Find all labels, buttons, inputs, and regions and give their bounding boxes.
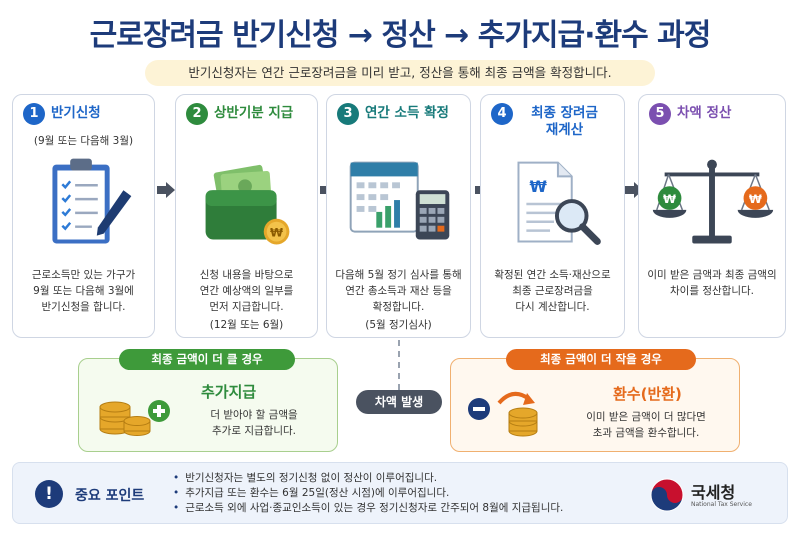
svg-text:₩: ₩ [749, 192, 762, 206]
subtitle-banner: 반기신청자는 연간 근로장려금을 미리 받고, 정산을 통해 최종 금액을 확정… [145, 60, 655, 86]
step-description: 다음해 5월 정기 심사를 통해 연간 총소득과 재산 등을 확정합니다. [335, 269, 462, 313]
refund-condition-tag: 최종 금액이 더 작을 경우 [506, 349, 696, 370]
clipboard-pen-icon [52, 158, 132, 244]
step-title: 차액 정산 [677, 105, 732, 121]
taegeuk-icon [650, 478, 684, 512]
step-title: 상반기분 지급 [214, 105, 294, 121]
agency-name-korean: 국세청 [691, 483, 736, 502]
step-title: 최종 장려금 재계산 [531, 105, 598, 138]
coins-minus-icon [468, 391, 538, 437]
step-card-1: 1 반기신청 (9월 또는 다음해 3월) 근로소득만 있는 가구가 9월 또는… [12, 94, 155, 338]
page-title: 근로장려금 반기신청 → 정산 → 추가지급·환수 과정 [89, 18, 712, 53]
step-number: 2 [186, 103, 208, 125]
agency-logo: 국세청 National Tax Service [645, 475, 765, 515]
step-number: 4 [491, 103, 513, 125]
connector-line [398, 340, 400, 390]
balance-scale-icon: ₩ ₩ [652, 159, 774, 244]
step-card-5: 5 차액 정산 ₩ ₩ 이미 받은 금액과 최종 금액의 차이를 정산합니다. [638, 94, 786, 338]
svg-text:₩: ₩ [663, 192, 676, 206]
step-description: 확정된 연간 소득·재산으로 최종 근로장려금을 다시 계산합니다. [494, 269, 611, 313]
step-card-2: 2 상반기분 지급 ₩ 신청 내용을 바탕으로 연간 예상액의 일부를 먼저 지… [175, 94, 318, 338]
key-points-label: 중요 포인트 [75, 488, 145, 504]
calendar-calculator-icon [349, 161, 450, 240]
step-note: (12월 또는 6월) [209, 319, 284, 331]
step-description: 신청 내용을 바탕으로 연간 예상액의 일부를 먼저 지급합니다. [199, 269, 294, 313]
refund-title: 환수(반환) [613, 385, 682, 403]
agency-name-english: National Tax Service [691, 501, 752, 508]
additional-condition-tag: 최종 금액이 더 클 경우 [119, 349, 295, 370]
step-description: 근로소득만 있는 가구가 9월 또는 다음해 3월에 반기신청을 합니다. [31, 269, 136, 313]
key-points-list: 반기신청자는 별도의 정기신청 없이 정산이 이루어집니다. 추가지급 또는 환… [173, 471, 563, 516]
key-points-panel: ! 중요 포인트 반기신청자는 별도의 정기신청 없이 정산이 이루어집니다. … [12, 462, 788, 524]
step-subtitle: (9월 또는 다음해 3월) [33, 135, 134, 147]
additional-title: 추가지급 [201, 383, 257, 401]
step-description: 이미 받은 금액과 최종 금액의 차이를 정산합니다. [647, 269, 777, 297]
list-item: 근로소득 외에 사업·종교인소득이 있는 경우 정기신청자로 간주되어 8월에 … [173, 501, 563, 516]
refund-box: 최종 금액이 더 작을 경우 환수(반환) 이미 받은 금액이 더 많다면 초과… [450, 349, 740, 452]
additional-description: 더 받아야 할 금액을 추가로 지급합니다. [210, 409, 298, 437]
svg-text:₩: ₩ [530, 177, 548, 196]
step-number: 5 [649, 103, 671, 125]
step-number: 1 [23, 103, 45, 125]
step-title: 연간 소득 확정 [365, 105, 449, 121]
list-item: 추가지급 또는 환수는 6월 25일(정산 시점)에 이루어집니다. [173, 486, 563, 501]
list-item: 반기신청자는 별도의 정기신청 없이 정산이 이루어집니다. [173, 471, 563, 486]
step-note: (5월 정기심사) [365, 319, 432, 331]
step-card-4: 4 최종 장려금 재계산 ₩ 확정된 연간 소득·재산으로 최종 근로장려금을 … [480, 94, 625, 338]
arrow-right-icon [157, 182, 175, 198]
difference-badge: 차액 발생 [356, 390, 442, 414]
coins-plus-icon [99, 400, 170, 436]
step-card-3: 3 연간 소득 확정 다음해 5월 정기 심사를 통해 연간 총소득과 재산 등… [326, 94, 471, 338]
document-magnifier-icon: ₩ [517, 161, 601, 245]
wallet-money-icon: ₩ [205, 164, 290, 245]
step-number: 3 [337, 103, 359, 125]
svg-text:₩: ₩ [270, 226, 283, 240]
exclamation-icon: ! [35, 480, 63, 508]
refund-description: 이미 받은 금액이 더 많다면 초과 금액을 환수합니다. [586, 411, 706, 439]
step-title: 반기신청 [51, 105, 101, 121]
additional-payment-box: 최종 금액이 더 클 경우 추가지급 더 받아야 할 금액을 추가로 지급합니다… [78, 349, 338, 452]
